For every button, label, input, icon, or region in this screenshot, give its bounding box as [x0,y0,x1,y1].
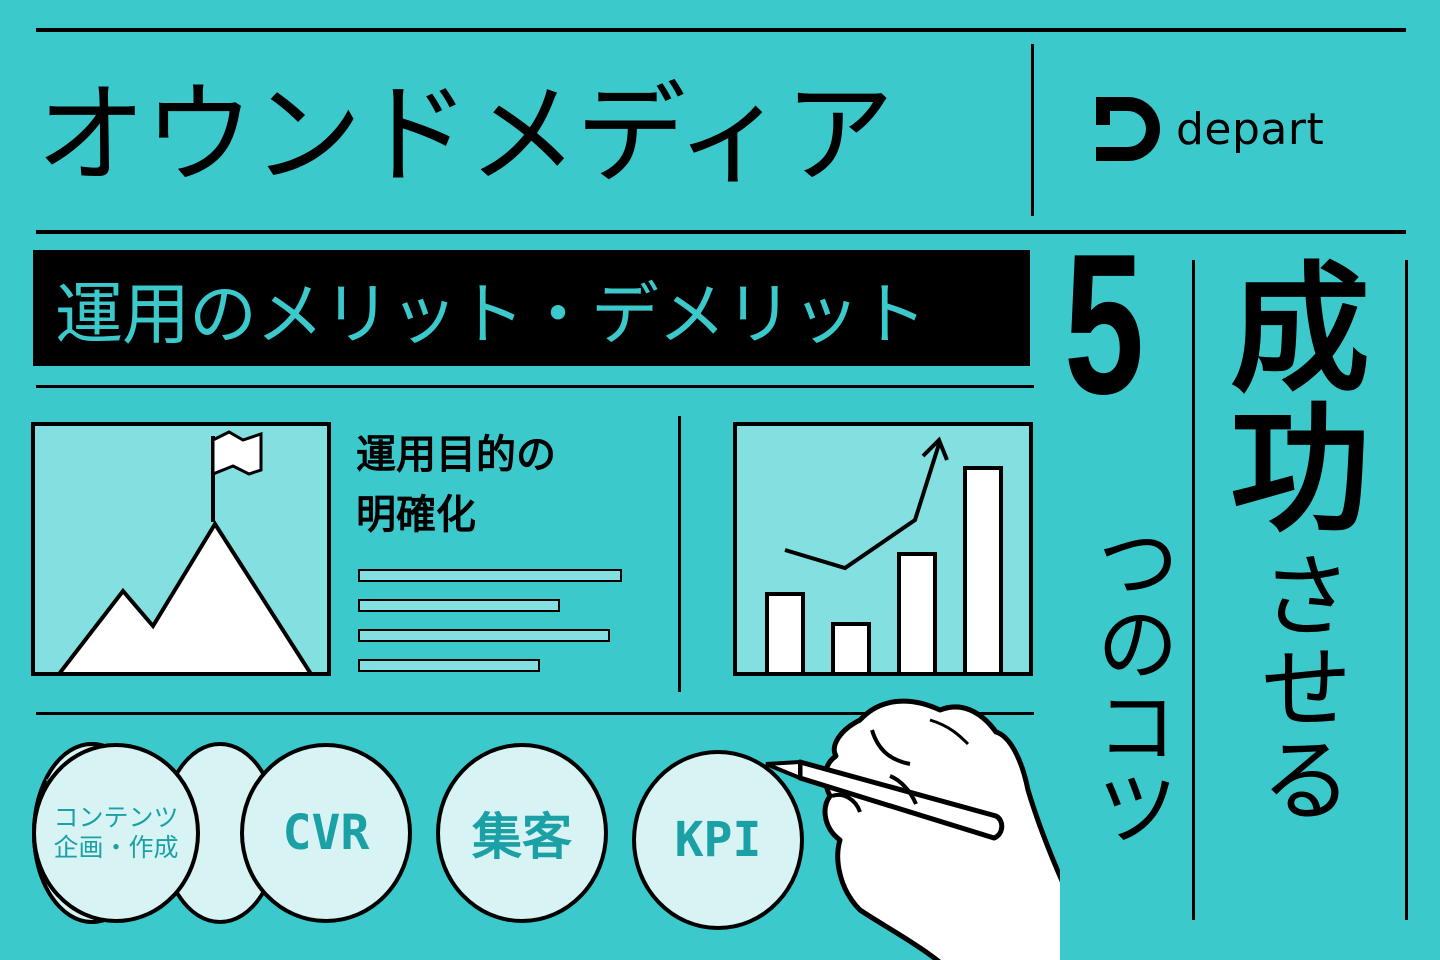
headline-kana: させる [1245,548,1352,824]
mountain-flag-icon [58,430,313,672]
topic-circle-acquisition: 集客 [436,743,608,923]
subtitle-bottom-rule [36,385,1034,388]
topic-label: 集客 [472,808,572,866]
brand-logo: depart [1094,95,1324,163]
top-rule [36,28,1406,32]
tips-count-number: 5 [1064,213,1145,436]
text-placeholder-line [358,599,560,612]
feature-title-line1: 運用目的の [356,432,556,478]
brand-wordmark: depart [1176,103,1325,155]
text-placeholder-line [358,629,610,642]
bar-chart-trend-icon [765,436,1003,672]
topic-label: KPI [674,812,762,868]
topic-label: CVR [282,805,370,861]
tips-count-suffix: つのコツ [1082,520,1177,848]
topic-circle-cvr: CVR [240,743,412,923]
topic-circle-content: コンテンツ 企画・作成 [32,743,200,923]
column-divider-right [1405,260,1408,920]
chart-card [733,422,1033,676]
hand-writing-icon [765,698,1060,960]
headline-kanji: 成功 [1206,255,1369,535]
header-bottom-rule [36,230,1406,234]
topic-circle-kpi: KPI [632,750,804,930]
mountain-card [31,422,331,676]
subtitle-text: 運用のメリット・デメリット [55,275,927,355]
feature-title: 運用目的の 明確化 [356,425,556,545]
column-divider-left [1192,260,1195,920]
topic-label-line2: 企画・作成 [53,833,179,862]
feature-bottom-rule [36,712,1034,715]
page-title: オウンドメディア [36,71,894,199]
topic-label-line1: コンテンツ [53,803,179,832]
depart-d-logo-icon [1096,97,1160,161]
feature-title-line2: 明確化 [356,492,476,538]
text-placeholder-line [358,659,540,672]
feature-divider [678,416,681,692]
text-placeholder-line [358,569,622,582]
header-divider [1031,44,1034,216]
subtitle-banner: 運用のメリット・デメリット [33,250,1030,366]
